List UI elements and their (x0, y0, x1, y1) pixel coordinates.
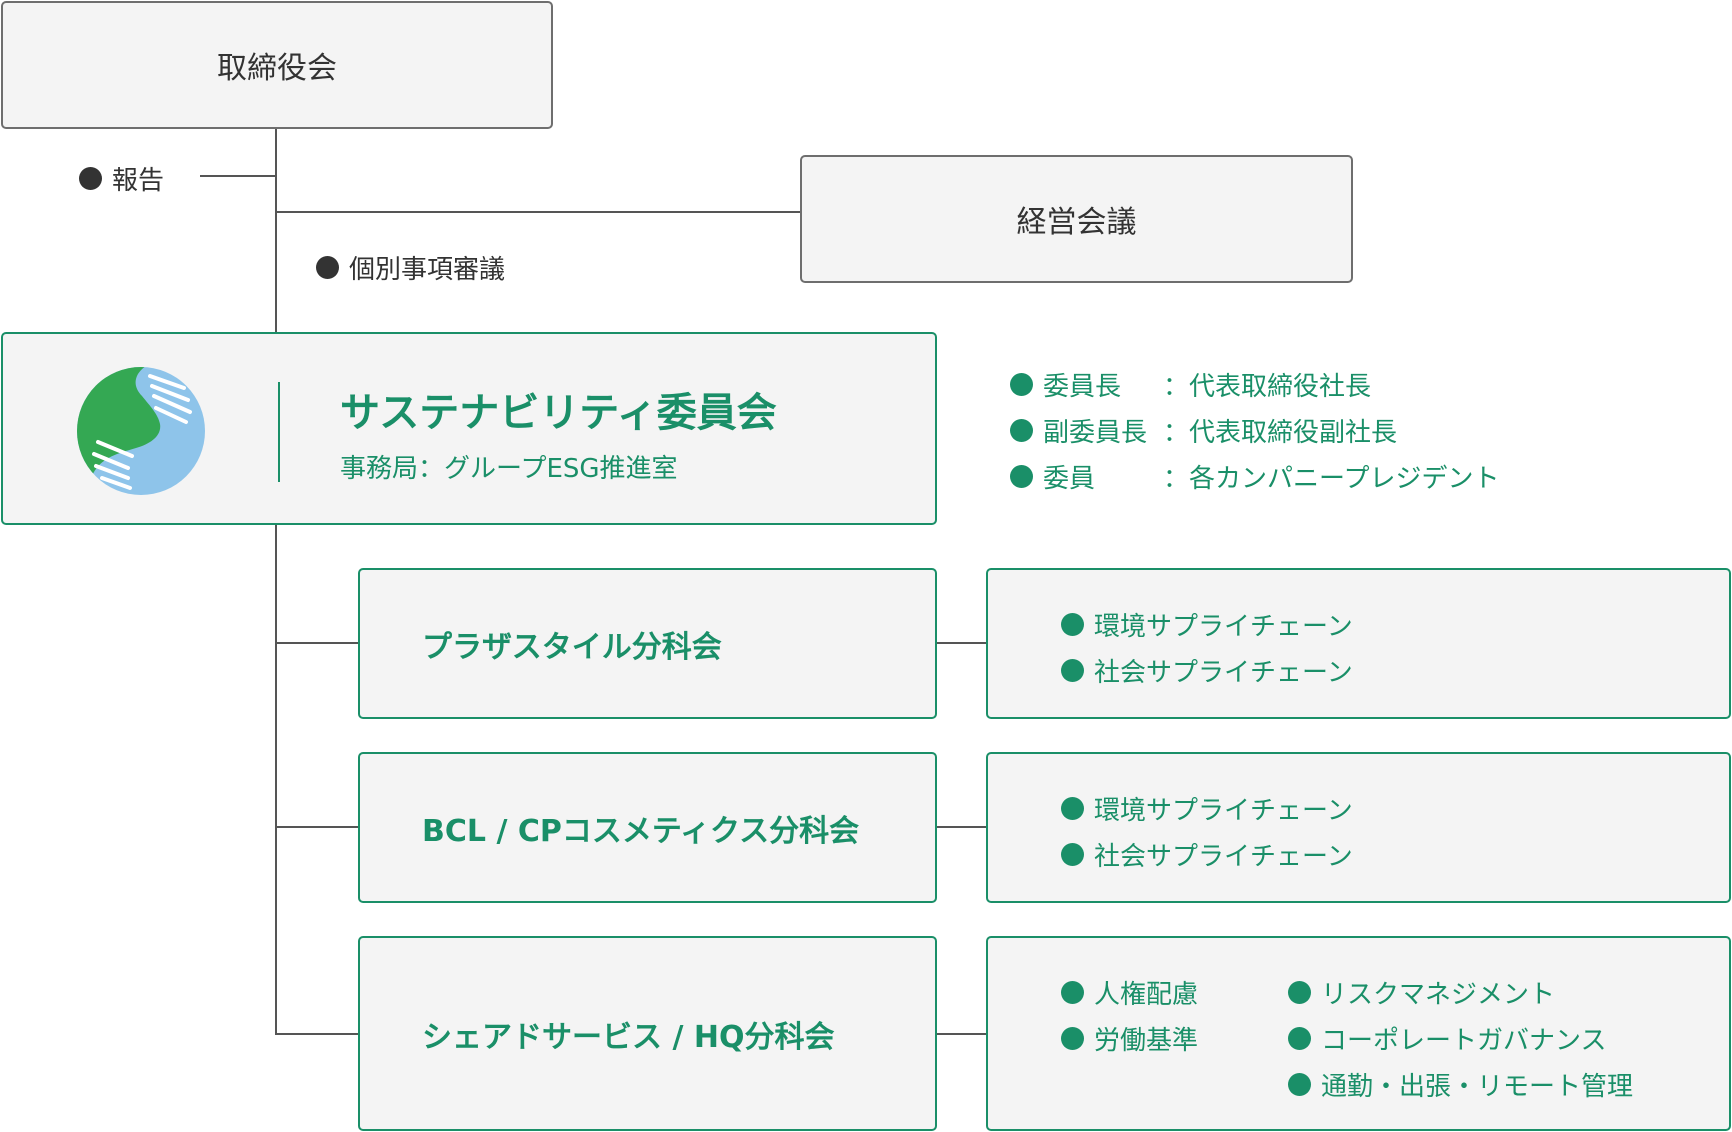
connector-topics-3 (936, 1033, 987, 1035)
topic-text: 環境サプライチェーン (1094, 612, 1353, 642)
hands-globe-logo-icon (77, 367, 205, 495)
member-vice-chair: 副委員長 ：代表取締役副社長 (1010, 412, 1397, 449)
bullet-icon (1010, 419, 1033, 442)
member-role: 副委員長 (1043, 418, 1148, 448)
topic-text: 環境サプライチェーン (1094, 796, 1353, 826)
member-value: ：代表取締役社長 (1163, 372, 1372, 402)
member-value: ：各カンパニープレジデント (1163, 464, 1500, 494)
board-box: 取締役会 (1, 1, 553, 129)
connector-main-bottom (275, 524, 277, 1035)
topic-item: 社会サプライチェーン (1061, 836, 1353, 873)
board-title: 取締役会 (217, 51, 337, 86)
topic-item: 環境サプライチェーン (1061, 790, 1353, 827)
deliberation-label: 個別事項審議 (316, 249, 505, 286)
connector-branch-1 (275, 642, 359, 644)
bullet-icon (1061, 981, 1084, 1004)
report-text: 報告 (112, 166, 165, 196)
topics-box-hq: 人権配慮 労働基準 リスクマネジメント コーポレートガバナンス 通勤・出張・リモ… (986, 936, 1731, 1131)
topic-text: 社会サプライチェーン (1094, 842, 1353, 872)
bullet-icon (79, 167, 102, 190)
connector-management (275, 211, 801, 213)
subcommittee-box-plaza: プラザスタイル分科会 (358, 568, 937, 719)
bullet-icon (1061, 843, 1084, 866)
connector-branch-2 (275, 826, 359, 828)
report-label: 報告 (79, 160, 164, 197)
connector-topics-2 (936, 826, 987, 828)
committee-title: サステナビリティ委員会 (340, 390, 777, 436)
topic-item: 通勤・出張・リモート管理 (1288, 1066, 1633, 1103)
bullet-icon (1061, 1027, 1084, 1050)
topic-text: 人権配慮 (1094, 980, 1199, 1010)
topic-text: コーポレートガバナンス (1321, 1026, 1607, 1056)
topic-text: 社会サプライチェーン (1094, 658, 1353, 688)
member-role: 委員長 (1043, 372, 1122, 402)
connector-topics-1 (936, 642, 987, 644)
bullet-icon (1288, 981, 1311, 1004)
subcommittee-box-bcl: BCL / CPコスメティクス分科会 (358, 752, 937, 903)
connector-report-stub (200, 175, 277, 177)
bullet-icon (1010, 465, 1033, 488)
topics-box-plaza: 環境サプライチェーン 社会サプライチェーン (986, 568, 1731, 719)
topic-item: 社会サプライチェーン (1061, 652, 1353, 689)
management-title: 経営会議 (1016, 205, 1137, 240)
topic-text: 労働基準 (1094, 1026, 1199, 1056)
bullet-icon (1061, 613, 1084, 636)
subcommittee-box-hq: シェアドサービス / HQ分科会 (358, 936, 937, 1131)
deliberation-text: 個別事項審議 (349, 255, 506, 285)
management-box: 経営会議 (800, 155, 1353, 283)
committee-divider (278, 382, 280, 482)
topic-item: リスクマネジメント (1288, 974, 1555, 1011)
member-role: 委員 (1043, 464, 1096, 494)
topic-text: 通勤・出張・リモート管理 (1321, 1072, 1634, 1102)
topic-item: 人権配慮 (1061, 974, 1198, 1011)
connector-main-top (275, 129, 277, 333)
committee-secretariat: 事務局：グループESG推進室 (340, 454, 678, 484)
bullet-icon (1288, 1073, 1311, 1096)
topics-box-bcl: 環境サプライチェーン 社会サプライチェーン (986, 752, 1731, 903)
bullet-icon (316, 256, 339, 279)
bullet-icon (1288, 1027, 1311, 1050)
member-chair: 委員長 ：代表取締役社長 (1010, 366, 1371, 403)
topic-item: コーポレートガバナンス (1288, 1020, 1606, 1057)
topic-item: 環境サプライチェーン (1061, 606, 1353, 643)
topic-item: 労働基準 (1061, 1020, 1198, 1057)
member-members: 委員 ：各カンパニープレジデント (1010, 458, 1499, 495)
bullet-icon (1061, 659, 1084, 682)
member-value: ：代表取締役副社長 (1163, 418, 1398, 448)
bullet-icon (1010, 373, 1033, 396)
topic-text: リスクマネジメント (1321, 980, 1556, 1010)
connector-branch-3 (275, 1033, 359, 1035)
subcommittee-title: プラザスタイル分科会 (422, 629, 722, 665)
subcommittee-title: BCL / CPコスメティクス分科会 (422, 813, 860, 849)
committee-box: サステナビリティ委員会 事務局：グループESG推進室 (1, 332, 937, 525)
bullet-icon (1061, 797, 1084, 820)
subcommittee-title: シェアドサービス / HQ分科会 (422, 1019, 835, 1055)
